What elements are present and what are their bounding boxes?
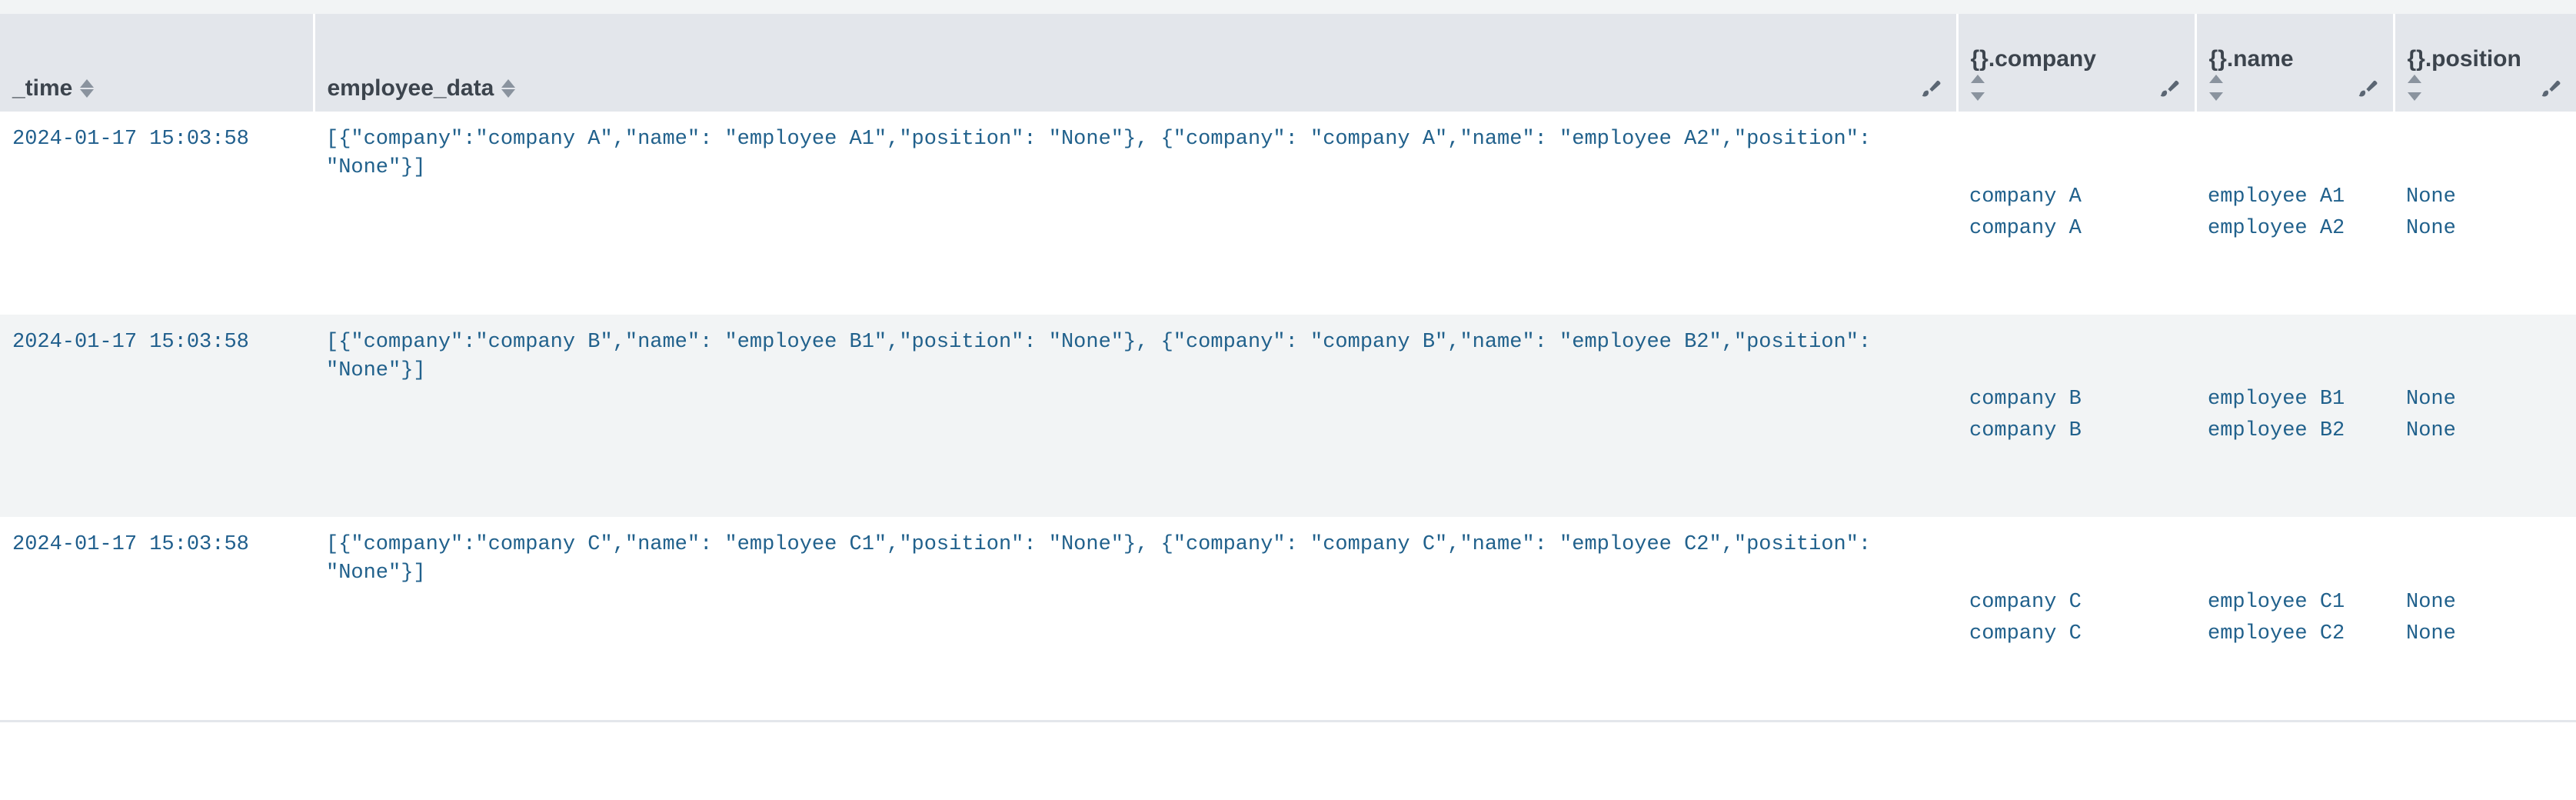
cell-value: employee C1: [2208, 590, 2345, 614]
cell-value: employee A2: [2208, 216, 2345, 240]
paintbrush-icon[interactable]: [1919, 78, 1942, 101]
cell-value: company C: [1969, 622, 2082, 645]
cell-value: employee A1: [2208, 185, 2345, 208]
column-header-label-employee-data: employee_data: [327, 75, 494, 101]
cell-value: None: [2406, 216, 2456, 240]
sort-arrows-icon[interactable]: [501, 77, 516, 100]
column-header-employee-data[interactable]: employee_data: [314, 14, 1959, 112]
column-header-name[interactable]: {}.name: [2195, 14, 2395, 112]
table-header: _time employee_data: [0, 14, 2576, 112]
column-header-label-name: {}.name: [2208, 46, 2294, 72]
cell-employee-data: [{"company":"company C","name": "employe…: [314, 517, 1957, 722]
cell-position: None None: [2394, 112, 2576, 315]
cell-value: None: [2406, 590, 2456, 614]
cell-value: employee B2: [2208, 419, 2345, 443]
cell-time: 2024-01-17 15:03:58: [12, 330, 249, 354]
column-header-label-time: _time: [12, 75, 73, 101]
cell-company: company A company A: [1957, 112, 2195, 315]
cell-name: employee C1 employee C2: [2195, 517, 2394, 722]
cell-name: employee B1 employee B2: [2195, 315, 2394, 518]
cell-company: company C company C: [1957, 517, 2195, 722]
column-header-company[interactable]: {}.company: [1957, 14, 2197, 112]
paintbrush-icon[interactable]: [2539, 78, 2562, 101]
column-header-time[interactable]: _time: [0, 14, 315, 112]
cell-employee-data: [{"company":"company A","name": "employe…: [326, 128, 1884, 180]
cell-value: company B: [1969, 419, 2082, 443]
cell-time: 2024-01-17 15:03:58: [0, 517, 314, 722]
sort-arrows-icon[interactable]: [2208, 75, 2223, 101]
cell-value: None: [2406, 419, 2456, 443]
cell-name: employee A1 employee A2: [2195, 112, 2394, 315]
cell-time: 2024-01-17 15:03:58: [12, 128, 249, 151]
cell-value: company B: [1969, 388, 2082, 411]
table-bottom-area: [0, 722, 2576, 800]
column-header-position[interactable]: {}.position: [2394, 14, 2576, 112]
paintbrush-icon[interactable]: [2356, 78, 2379, 101]
search-results-table: _time employee_data: [0, 14, 2576, 722]
cell-value: company A: [1969, 185, 2082, 208]
table-row[interactable]: 2024-01-17 15:03:58 [{"company":"company…: [0, 314, 2576, 518]
sort-arrows-icon[interactable]: [80, 77, 95, 100]
cell-position: None None: [2394, 517, 2576, 722]
sort-arrows-icon[interactable]: [1970, 75, 1985, 101]
table-body: 2024-01-17 15:03:58 [{"company":"company…: [0, 112, 2576, 722]
cell-value: company C: [1969, 590, 2082, 614]
column-header-label-position: {}.position: [2407, 46, 2521, 72]
cell-value: None: [2406, 388, 2456, 411]
sort-arrows-icon[interactable]: [2407, 75, 2421, 101]
cell-value: None: [2406, 622, 2456, 645]
cell-value: employee B1: [2208, 388, 2345, 411]
table-row[interactable]: 2024-01-17 15:03:58 [{"company":"company…: [0, 517, 2576, 722]
cell-company: company B company B: [1957, 315, 2195, 518]
table-row[interactable]: 2024-01-17 15:03:58 [{"company":"company…: [0, 112, 2576, 315]
paintbrush-icon[interactable]: [2158, 78, 2181, 101]
table-header-row: _time employee_data: [0, 14, 2576, 112]
column-header-label-company: {}.company: [1970, 46, 2096, 72]
table-top-strip: [0, 0, 2576, 14]
cell-value: employee C2: [2208, 622, 2345, 645]
cell-value: None: [2406, 185, 2456, 208]
cell-value: company A: [1969, 216, 2082, 240]
cell-employee-data: [{"company":"company B","name": "employe…: [326, 330, 1884, 382]
cell-position: None None: [2394, 315, 2576, 518]
